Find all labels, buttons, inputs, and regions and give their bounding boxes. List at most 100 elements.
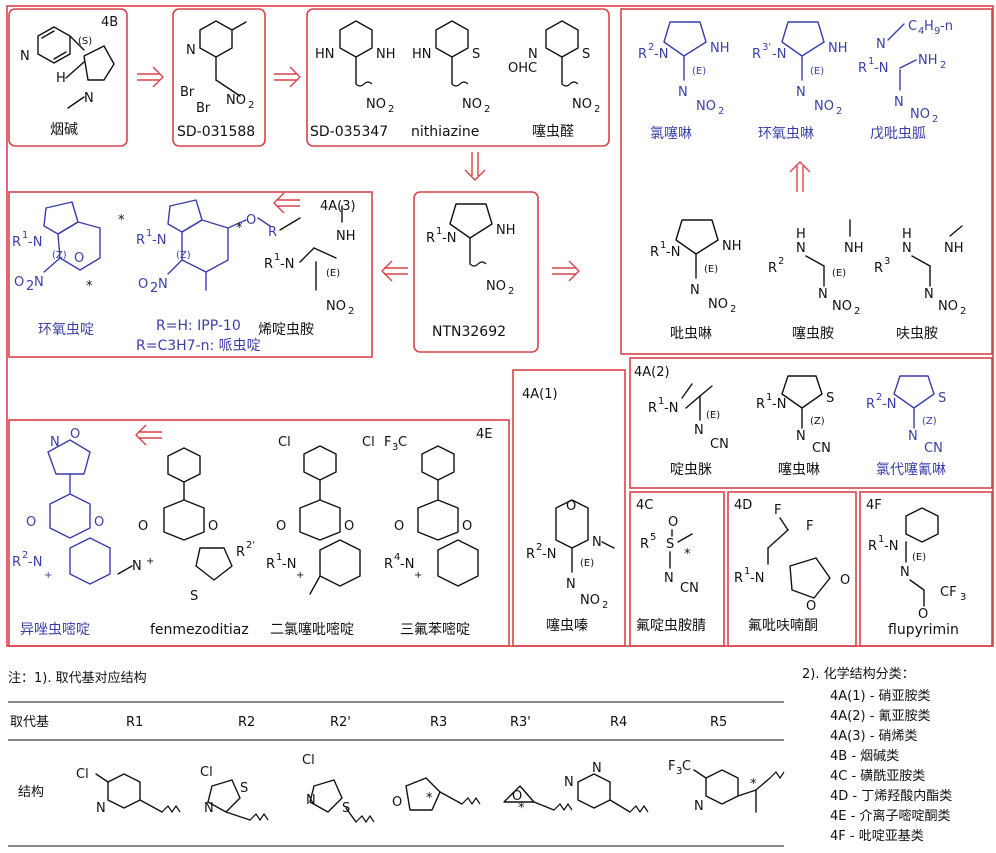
svg-text:H: H	[902, 227, 912, 242]
label-nithiazine: nithiazine	[411, 124, 479, 140]
svg-text:*: *	[426, 791, 433, 806]
svg-text:Cl: Cl	[278, 435, 291, 450]
svg-text:2: 2	[932, 114, 938, 125]
svg-text:O: O	[138, 519, 148, 534]
svg-text:CF: CF	[940, 585, 957, 600]
svg-text:2: 2	[150, 281, 158, 296]
box-sd035347	[306, 8, 610, 147]
svg-text:2: 2	[484, 104, 490, 115]
arrow-left-2	[273, 192, 300, 214]
svg-text:R: R	[648, 401, 657, 416]
svg-text:-N: -N	[152, 233, 166, 248]
svg-text:NH: NH	[496, 223, 516, 238]
svg-text:NH: NH	[918, 53, 938, 68]
svg-text:4: 4	[918, 26, 924, 37]
svg-text:-N: -N	[28, 555, 42, 570]
arrow-down-1	[464, 152, 486, 181]
svg-text:2: 2	[26, 279, 34, 294]
label-paichongding: R=C3H7-n: 哌虫啶	[136, 337, 261, 354]
r-label: R5	[710, 715, 727, 730]
svg-text:O: O	[344, 519, 354, 534]
svg-text:N: N	[796, 241, 806, 256]
svg-text:NO: NO	[938, 299, 958, 314]
svg-text:(S): (S)	[78, 36, 92, 47]
class-item: 4A(2) - 氰亚胺类	[830, 708, 931, 724]
class-item: 4A(1) - 硝亚胺类	[830, 689, 931, 704]
svg-text:R: R	[752, 47, 761, 62]
svg-text:3: 3	[960, 592, 966, 603]
svg-text:3: 3	[392, 442, 398, 453]
class-item: 4A(3) - 硝烯类	[830, 729, 918, 744]
r-label: R2'	[330, 715, 351, 730]
svg-text:*: *	[86, 279, 93, 294]
r-label: R3'	[510, 715, 531, 730]
svg-text:(Z): (Z)	[176, 250, 191, 261]
svg-text:F: F	[806, 519, 813, 534]
tag-4A3: 4A(3)	[320, 199, 356, 214]
svg-text:NO: NO	[832, 299, 852, 314]
label-acetamiprid: 啶虫脒	[670, 462, 712, 478]
svg-text:CN: CN	[812, 441, 831, 456]
box-sd031588	[172, 8, 266, 147]
note2-title: 2). 化学结构分类：	[802, 666, 915, 682]
svg-text:O: O	[918, 607, 928, 622]
svg-text:O: O	[74, 251, 84, 266]
label-chlorthiazoline: 氯噻啉	[650, 125, 692, 142]
svg-text:N: N	[96, 801, 106, 816]
svg-text:N: N	[908, 429, 918, 444]
svg-text:1: 1	[276, 552, 282, 563]
svg-text:NO: NO	[366, 97, 386, 112]
svg-text:2: 2	[778, 256, 784, 267]
svg-text:-N: -N	[654, 47, 668, 62]
svg-text:N: N	[186, 43, 196, 58]
svg-text:C: C	[682, 759, 691, 774]
svg-text:-N: -N	[874, 61, 888, 76]
svg-text:N: N	[566, 577, 576, 592]
svg-text:HN: HN	[315, 47, 335, 62]
svg-text:Cl: Cl	[302, 753, 315, 768]
svg-text:H: H	[796, 227, 806, 242]
svg-text:1: 1	[660, 240, 666, 251]
tag-4A1: 4A(1)	[522, 387, 558, 402]
svg-text:NO: NO	[814, 99, 834, 114]
svg-text:1: 1	[766, 392, 772, 403]
tag-4F: 4F	[866, 498, 882, 513]
label-pentyl-guanidine: 戊吡虫胍	[870, 126, 926, 142]
svg-text:-N: -N	[400, 557, 414, 572]
svg-text:O: O	[94, 515, 104, 530]
svg-text:(E): (E)	[810, 66, 824, 77]
svg-text:F: F	[384, 435, 391, 450]
svg-text:*: *	[118, 213, 125, 228]
svg-text:-N: -N	[882, 397, 896, 412]
svg-text:NH: NH	[722, 239, 742, 254]
class-item: 4B - 烟碱类	[830, 749, 899, 764]
svg-text:NO: NO	[708, 297, 728, 312]
svg-text:C: C	[908, 19, 917, 34]
svg-text:O: O	[392, 795, 402, 810]
svg-text:R: R	[264, 257, 273, 272]
label-nicotine: 烟碱	[50, 122, 78, 138]
box-right-top	[620, 8, 993, 355]
box-4C	[629, 491, 725, 647]
r-label-row: R1 R2 R2' R3 R3' R4 R5	[126, 715, 727, 730]
box-4E	[8, 419, 510, 647]
substituent-r2prime: Cl NS	[302, 753, 375, 824]
r-label: R2	[238, 715, 255, 730]
svg-text:Cl: Cl	[362, 435, 375, 450]
arrow-up-1	[789, 161, 811, 192]
svg-text:*: *	[518, 801, 525, 816]
svg-text:N: N	[694, 799, 704, 814]
svg-text:3: 3	[676, 766, 682, 777]
svg-text:N: N	[20, 49, 30, 64]
svg-text:Br: Br	[180, 85, 195, 100]
svg-text:R: R	[874, 261, 883, 276]
